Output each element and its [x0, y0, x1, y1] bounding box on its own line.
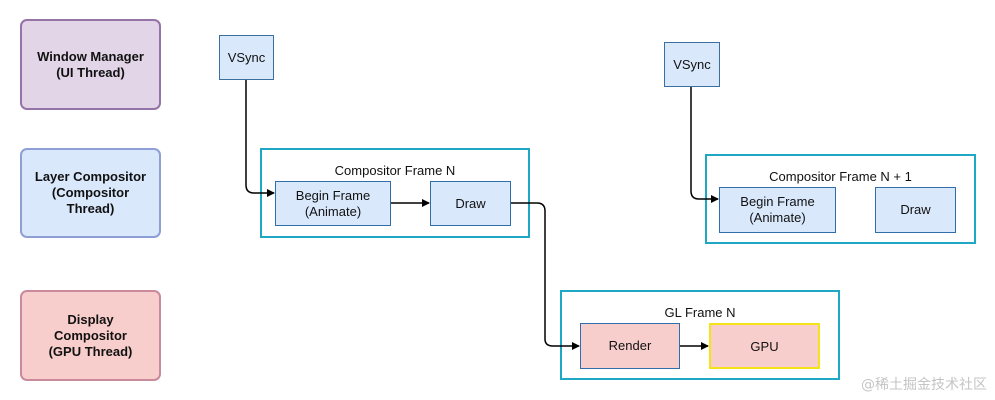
- gl-frame-n: GL Frame N: [560, 290, 840, 380]
- render-label: Render: [608, 338, 652, 353]
- vsync-node-1: VSync: [219, 35, 274, 80]
- render-node: Render: [580, 323, 680, 369]
- draw-label-n: Draw: [455, 195, 486, 211]
- compositor-frame-n-title: Compositor Frame N: [334, 163, 456, 178]
- lane-window-manager-label: Window Manager (UI Thread): [37, 48, 144, 80]
- arrow-draw-to-render: [511, 202, 580, 350]
- begin-frame-node-n-plus-1: Begin Frame (Animate): [719, 187, 836, 233]
- arrow-vsync2-to-begin-frame: [690, 87, 719, 203]
- compositor-frame-n-plus-1-title: Compositor Frame N + 1: [769, 169, 912, 184]
- draw-label-n-plus-1: Draw: [900, 202, 931, 217]
- lane-layer-compositor-label: Layer Compositor (Compositor Thread): [34, 169, 147, 216]
- lane-display-compositor: Display Compositor (GPU Thread): [20, 290, 161, 381]
- lane-layer-compositor: Layer Compositor (Compositor Thread): [20, 148, 161, 238]
- begin-frame-label-n-plus-1: Begin Frame (Animate): [740, 194, 815, 225]
- lane-display-compositor-label: Display Compositor (GPU Thread): [48, 311, 133, 359]
- gl-frame-n-title: GL Frame N: [664, 305, 736, 320]
- vsync-label-2: VSync: [673, 57, 711, 72]
- begin-frame-node-n: Begin Frame (Animate): [275, 181, 391, 226]
- vsync-label-1: VSync: [227, 50, 266, 65]
- draw-node-n-plus-1: Draw: [875, 187, 956, 233]
- arrow-vsync1-to-begin-frame: [245, 80, 275, 197]
- vsync-node-2: VSync: [664, 42, 720, 87]
- draw-node-n: Draw: [430, 181, 511, 226]
- gpu-node: GPU: [709, 323, 820, 369]
- watermark-text: @稀土掘金技术社区: [861, 377, 987, 393]
- gpu-label: GPU: [750, 338, 779, 354]
- begin-frame-label-n: Begin Frame (Animate): [295, 187, 371, 219]
- lane-window-manager: Window Manager (UI Thread): [20, 19, 161, 110]
